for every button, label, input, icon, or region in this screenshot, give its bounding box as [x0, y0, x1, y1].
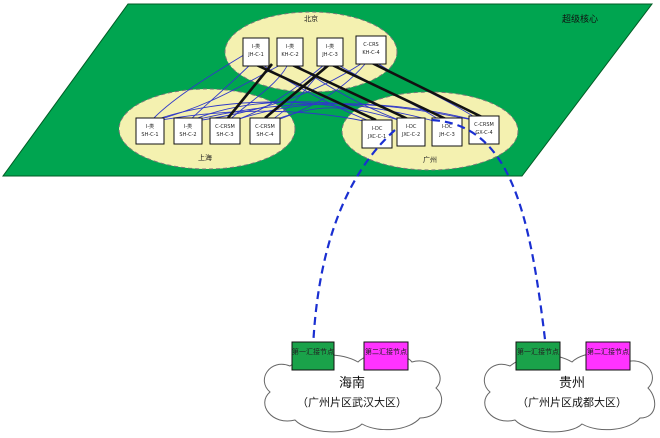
group-label-guangzhou: 广州 [423, 155, 437, 164]
cloud-hainan: 海南 （广州片区武汉大区） [264, 352, 442, 433]
node-sh-1[interactable]: I-类 SH-C-1 [135, 117, 165, 145]
node-bj-2-line2: KH-C-2 [281, 52, 298, 58]
node-gz-4-line1: C-CRSM [474, 122, 494, 128]
node-sh-4[interactable]: C-CRSM SH-C-4 [249, 117, 281, 145]
node-bj-2[interactable]: I-类 KH-C-2 [276, 37, 304, 67]
node-gz-1-line2: JXC-C-1 [367, 134, 386, 140]
node-bj-1-line1: I-类 [252, 43, 260, 50]
node-sh-2-line1: I-类 [184, 123, 192, 130]
cloud-guizhou-sub: （广州片区成都大区） [517, 395, 627, 409]
node-bj-4[interactable]: C-CRS KH-C-4 [355, 35, 387, 65]
node-sh-3[interactable]: C-CRSM SH-C-3 [209, 117, 241, 145]
guizhou-node-1[interactable]: 第一汇接节点 [515, 341, 561, 371]
node-sh-2[interactable]: I-类 SH-C-2 [173, 117, 203, 145]
uplink-guizhou [431, 118, 548, 349]
node-sh-4-line2: SH-C-4 [256, 132, 273, 138]
node-bj-3[interactable]: I-类 JH-C-3 [316, 37, 344, 67]
node-bj-1-line2: JH-C-1 [247, 52, 264, 58]
guizhou-node-1-label: 第一汇接节点 [517, 347, 559, 356]
guizhou-node-2-label: 第二汇接节点 [587, 347, 629, 356]
cloud-hainan-title: 海南 [339, 375, 365, 391]
node-bj-2-line1: I-类 [286, 43, 294, 50]
node-sh-3-line1: C-CRSM [215, 124, 235, 130]
node-gz-4-line2: GX-C-4 [475, 130, 492, 136]
node-sh-4-line1: C-CRSM [255, 124, 275, 130]
node-gz-1-line1: I-DC [372, 126, 383, 132]
node-bj-1[interactable]: I-类 JH-C-1 [242, 37, 270, 67]
group-label-beijing: 北京 [304, 14, 318, 23]
node-gz-3-line2: JH-C-3 [438, 132, 455, 138]
uplinks [311, 118, 548, 349]
node-bj-4-line1: C-CRS [363, 42, 378, 48]
cloud-guizhou-title: 贵州 [559, 376, 585, 391]
group-guangzhou: I-DC JXC-C-1 I-DC JXC-C-2 I-DC JH-C-3 C-… [361, 115, 500, 164]
trunk-links [226, 60, 485, 122]
group-label-shanghai: 上海 [198, 153, 212, 162]
hainan-node-1[interactable]: 第一汇接节点 [291, 341, 335, 371]
group-beijing: I-类 JH-C-1 I-类 KH-C-2 I-类 JH-C-3 C-CRS K… [242, 14, 387, 67]
node-sh-1-line2: SH-C-1 [141, 132, 158, 138]
core-title: 超级核心 [562, 13, 598, 25]
group-shanghai: I-类 SH-C-1 I-类 SH-C-2 C-CRSM SH-C-3 C-CR… [135, 117, 281, 162]
node-gz-2-line1: I-DC [406, 124, 417, 130]
node-bj-3-line2: JH-C-3 [321, 52, 338, 58]
node-sh-2-line2: SH-C-2 [179, 132, 196, 138]
node-gz-1[interactable]: I-DC JXC-C-1 [361, 119, 393, 149]
node-bj-4-line2: KH-C-4 [362, 50, 379, 56]
guizhou-node-2[interactable]: 第二汇接节点 [585, 341, 631, 371]
hainan-node-1-label: 第一汇接节点 [292, 347, 334, 356]
node-gz-2[interactable]: I-DC JXC-C-2 [396, 117, 426, 147]
node-sh-1-line1: I-类 [146, 123, 154, 130]
node-gz-2-line2: JXC-C-2 [401, 132, 420, 138]
uplink-hainan [311, 129, 396, 349]
cloud-guizhou: 贵州 （广州片区成都大区） [484, 352, 656, 433]
node-gz-3-line1: I-DC [442, 124, 453, 130]
node-bj-3-line1: I-类 [326, 43, 334, 50]
hainan-node-2[interactable]: 第二汇接节点 [363, 341, 409, 371]
hainan-node-2-label: 第二汇接节点 [365, 347, 407, 356]
node-sh-3-line2: SH-C-3 [216, 132, 233, 138]
node-gz-4[interactable]: C-CRSM GX-C-4 [468, 115, 500, 145]
cloud-hainan-sub: （广州片区武汉大区） [297, 395, 407, 409]
